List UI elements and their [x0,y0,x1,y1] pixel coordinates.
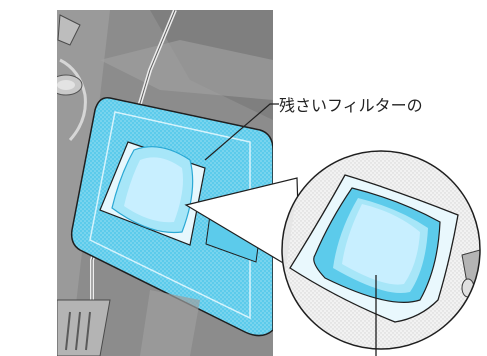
filter-callout-label: 残さいフィルターの [279,96,423,115]
callout-leader-line [204,103,279,161]
dishwasher-interior [57,10,273,356]
zoom-circle [281,150,481,350]
